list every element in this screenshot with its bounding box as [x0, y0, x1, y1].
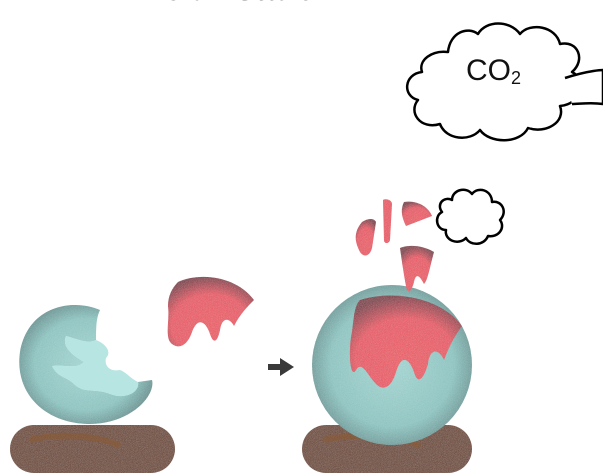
diagram-title: Immobilisatie: [92, 0, 316, 9]
arrow-right-icon: [268, 358, 294, 376]
gas-formula: CO: [466, 54, 511, 87]
left-sphere: [19, 305, 153, 424]
small-cloud-icon: [435, 188, 505, 245]
left-pedestal: [10, 425, 175, 473]
gas-subscript: 2: [511, 68, 522, 88]
right-sphere: [312, 285, 472, 445]
cloud-icon: [406, 22, 603, 142]
falling-pieces: [355, 199, 434, 292]
co2-label: CO2: [466, 54, 521, 88]
left-fragment: [167, 276, 254, 347]
